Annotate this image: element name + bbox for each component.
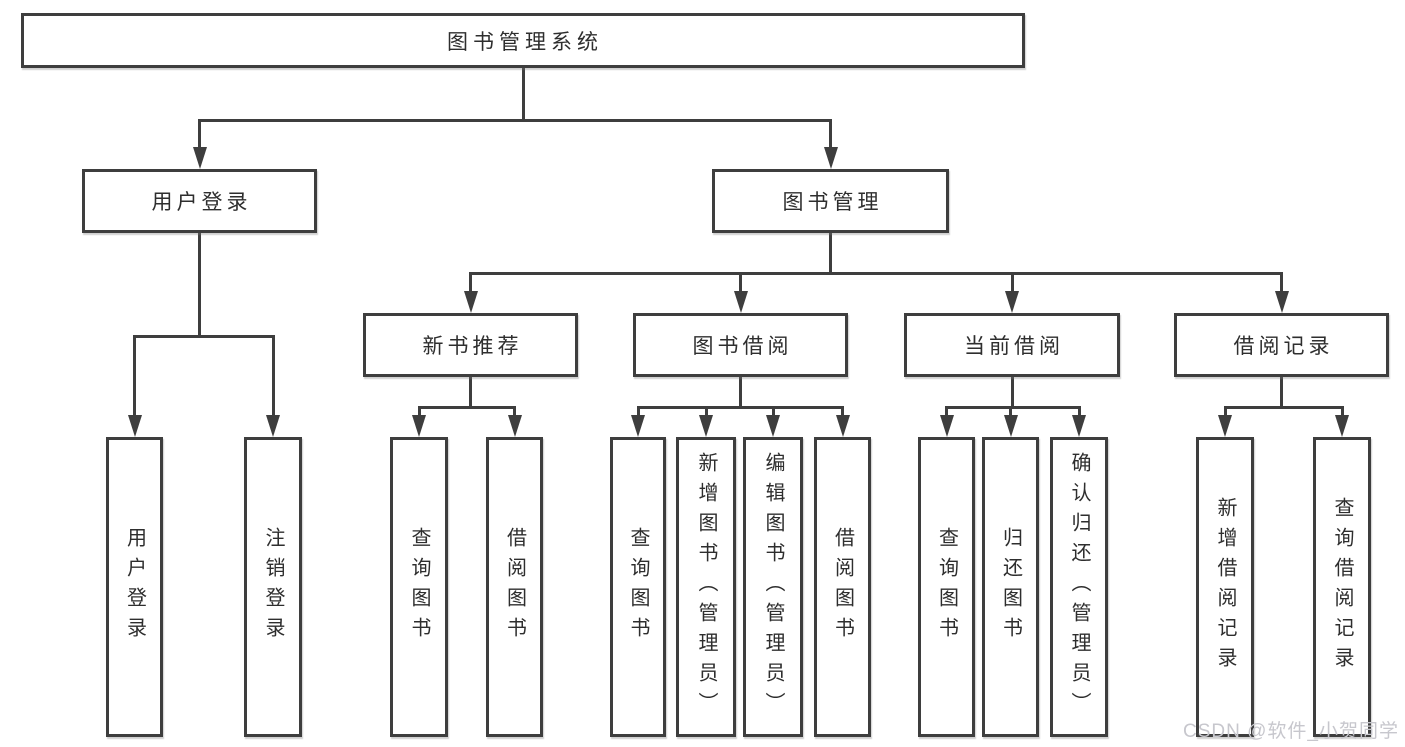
arrow-down-icon: [192, 147, 207, 169]
node-add-books-admin: 新增图书（管理员）: [676, 437, 736, 737]
node-new-book-recommend: 新书推荐: [363, 313, 578, 377]
arrow-down-icon: [1218, 415, 1232, 437]
connector-drop-v2: [271, 335, 275, 417]
arrow-down-icon: [733, 291, 748, 313]
connector-drop-v12: [1223, 406, 1227, 417]
connector-drop-borrow: [739, 272, 742, 293]
connector-bar-current: [945, 406, 1081, 409]
node-borrowing-records: 借阅记录: [1174, 313, 1389, 377]
connector-drop-v4: [513, 406, 516, 417]
connector-drop-rec: [469, 272, 472, 293]
connector-drop-current: [1010, 272, 1014, 293]
connector-drop-v10: [1009, 406, 1012, 417]
node-book-management-module: 图书管理: [712, 169, 949, 233]
connector-drop-v13: [1340, 406, 1344, 417]
connector-drop-v7: [771, 406, 775, 417]
arrow-down-icon: [507, 415, 522, 437]
connector-drop-v3: [417, 406, 421, 417]
connector-bar-root: [198, 119, 832, 122]
node-return-books: 归还图书: [982, 437, 1039, 737]
node-query-books-borrowing: 查询图书: [610, 437, 666, 737]
node-logout: 注销登录: [244, 437, 302, 737]
connector-drop-v1: [133, 335, 136, 417]
connector-stem-rec: [469, 375, 472, 409]
connector-bar-borrow: [636, 406, 844, 409]
node-query-books-current: 查询图书: [918, 437, 975, 737]
arrow-down-icon: [939, 415, 954, 437]
arrow-down-icon: [1072, 415, 1086, 437]
connector-stem-current: [1010, 375, 1014, 409]
node-confirm-return-admin: 确认归还（管理员）: [1050, 437, 1108, 737]
node-query-borrow-record: 查询借阅记录: [1313, 437, 1371, 737]
connector-drop-v8: [841, 406, 844, 417]
connector-bar-login: [133, 335, 275, 338]
arrow-down-icon: [699, 415, 713, 437]
connector-stem-root: [521, 66, 525, 122]
node-edit-books-admin: 编辑图书（管理员）: [743, 437, 803, 737]
connector-drop-v6: [704, 406, 708, 417]
connector-stem-borrow: [739, 375, 742, 409]
connector-drop-history: [1280, 272, 1283, 293]
connector-drop-v5: [636, 406, 640, 417]
arrow-down-icon: [266, 415, 280, 437]
arrow-down-icon: [412, 415, 426, 437]
node-borrow-books: 借阅图书: [814, 437, 871, 737]
node-query-books-recommend: 查询图书: [390, 437, 448, 737]
connector-stem-mgmt: [829, 231, 832, 275]
connector-bar-rec: [417, 406, 516, 409]
arrow-down-icon: [835, 415, 850, 437]
arrow-down-icon: [823, 147, 838, 169]
arrow-down-icon: [1005, 291, 1019, 313]
arrow-down-icon: [1274, 291, 1289, 313]
arrow-down-icon: [631, 415, 645, 437]
arrow-down-icon: [1335, 415, 1349, 437]
connector-drop-mgmt: [829, 119, 832, 149]
arrow-down-icon: [127, 415, 142, 437]
connector-stem-history: [1280, 375, 1283, 409]
connector-drop-v11: [1077, 406, 1081, 417]
node-book-borrowing: 图书借阅: [633, 313, 848, 377]
node-add-borrow-record: 新增借阅记录: [1196, 437, 1254, 737]
connector-bar-history: [1223, 406, 1344, 409]
arrow-down-icon: [1003, 415, 1018, 437]
arrow-down-icon: [766, 415, 780, 437]
node-user-login: 用户登录: [106, 437, 163, 737]
node-borrow-books-recommend: 借阅图书: [486, 437, 543, 737]
node-current-borrowing: 当前借阅: [904, 313, 1120, 377]
connector-bar-mgmt: [469, 272, 1283, 275]
arrow-down-icon: [463, 291, 478, 313]
connector-drop-login: [198, 119, 201, 149]
node-library-system: 图书管理系统: [21, 13, 1025, 68]
connector-stem-login: [198, 231, 201, 338]
csdn-watermark: CSDN @软件_小贺同学: [1183, 721, 1399, 742]
node-user-login-module: 用户登录: [82, 169, 317, 233]
connector-drop-v9: [945, 406, 948, 417]
